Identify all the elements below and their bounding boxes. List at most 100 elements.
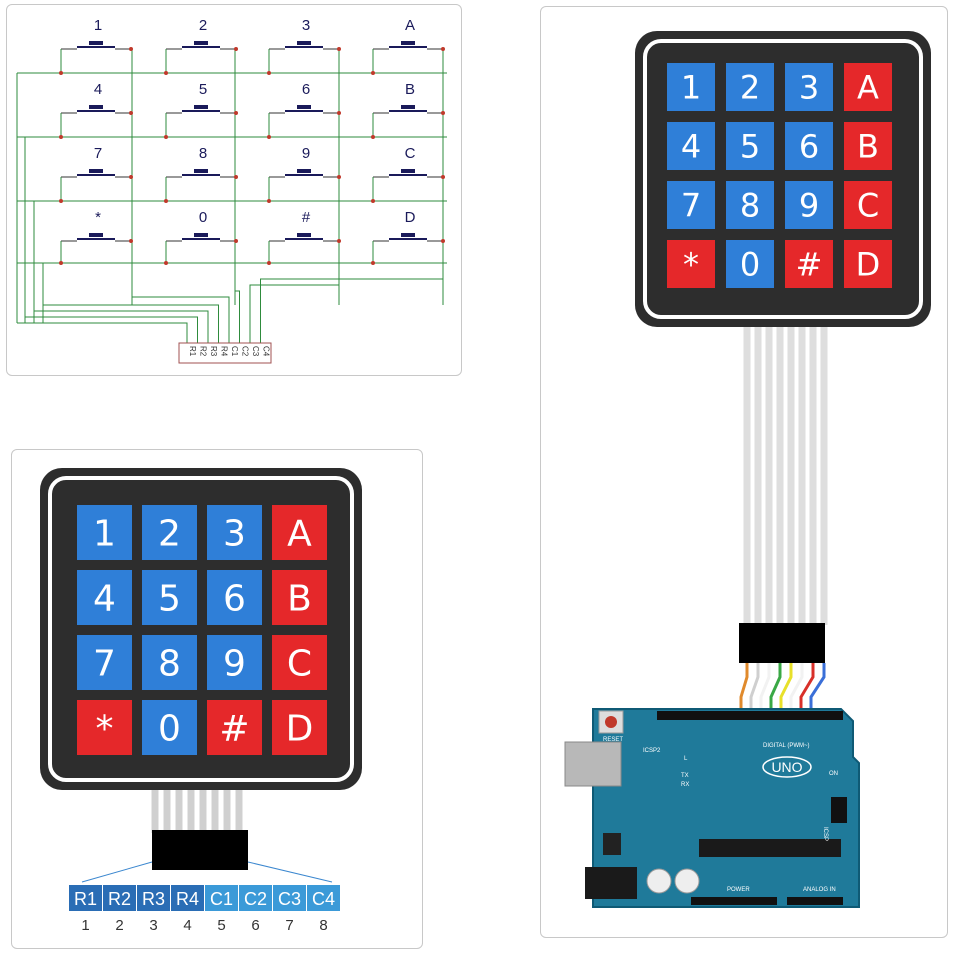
keypad-key-label: A [287, 513, 312, 554]
keypad-key [667, 240, 715, 288]
junction-dot [267, 199, 271, 203]
keypad-key [207, 570, 262, 625]
keypad-key [272, 700, 327, 755]
keypad-key [844, 181, 892, 229]
switch-label: 6 [302, 81, 310, 98]
power-header [691, 897, 777, 905]
pin-label: R1 [74, 889, 97, 909]
digital-label: DIGITAL (PWM~) [763, 743, 810, 749]
pin-label: R4 [176, 889, 199, 909]
ribbon-connector [739, 623, 825, 663]
keypad-key [142, 505, 197, 560]
junction-dot [234, 175, 238, 179]
connector-route-wire [17, 322, 188, 345]
switch-button [297, 41, 311, 45]
junction-dot [59, 135, 63, 139]
pin-label: R3 [142, 889, 165, 909]
pin-number: 1 [81, 917, 89, 934]
pin-box [171, 885, 204, 911]
connector-route-wire [34, 310, 209, 345]
keypad-key [272, 570, 327, 625]
switch-button [401, 41, 415, 45]
digital-header [657, 711, 843, 720]
switch-button [89, 105, 103, 109]
keypad-key [142, 700, 197, 755]
connector-route-wire [43, 304, 219, 345]
junction-dot [337, 175, 341, 179]
pin-label: C1 [210, 889, 233, 909]
switch-label: 1 [94, 17, 102, 34]
reset-label: RESET [603, 737, 623, 743]
switch-button [297, 233, 311, 237]
junction-dot [59, 71, 63, 75]
keypad-key [77, 570, 132, 625]
keypad-key [785, 122, 833, 170]
keypad-key-label: 3 [799, 69, 819, 107]
keypad-border [48, 476, 354, 782]
power-label: POWER [727, 887, 750, 893]
icsp-label: ICSP [822, 827, 828, 841]
keypad-key [142, 635, 197, 690]
keypad-key [272, 505, 327, 560]
keypad-key [844, 240, 892, 288]
keypad-key-label: * [96, 708, 114, 749]
capacitor [674, 868, 700, 894]
switch-label: 4 [94, 81, 102, 98]
switch-button [297, 169, 311, 173]
switch-button [89, 233, 103, 237]
junction-dot [337, 111, 341, 115]
pin-number: 5 [217, 917, 225, 934]
analog-label: ANALOG IN [803, 887, 836, 893]
keypad-key [726, 181, 774, 229]
pin-number: 7 [285, 917, 293, 934]
keypad-key-label: 0 [740, 246, 760, 284]
keypad-key-label: C [857, 187, 879, 225]
tx-label: TX [681, 773, 689, 779]
usb-port [564, 741, 622, 787]
connector-pin-label: R4 [220, 346, 229, 357]
keypad-key-label: D [856, 246, 881, 284]
keypad-key [77, 635, 132, 690]
pin-box [239, 885, 272, 911]
junction-dot [441, 239, 445, 243]
junction-dot [234, 111, 238, 115]
connector-route-wire [249, 284, 339, 345]
switch-label: 9 [302, 145, 310, 162]
l-label: L [684, 756, 688, 762]
keypad-key-label: 0 [158, 708, 181, 749]
icsp-header [831, 797, 847, 823]
switch-label: 0 [199, 209, 207, 226]
junction-dot [371, 71, 375, 75]
pin-box [69, 885, 102, 911]
junction-dot [164, 71, 168, 75]
connector-pin-label: R3 [209, 346, 218, 357]
capacitor [646, 868, 672, 894]
keypad-key [667, 122, 715, 170]
pin-label: R2 [108, 889, 131, 909]
keypad-key-label: D [286, 708, 314, 749]
keypad-key-label: # [219, 708, 249, 749]
keypad-key [77, 700, 132, 755]
connector-route-wire [25, 316, 198, 345]
keypad-key-label: 4 [93, 578, 116, 619]
keypad-key-label: C [287, 643, 312, 684]
connector-pin-label: C2 [241, 346, 250, 357]
junction-dot [371, 135, 375, 139]
junction-dot [59, 199, 63, 203]
keypad-key-label: 5 [740, 128, 760, 166]
keypad-border [643, 39, 923, 319]
switch-label: * [95, 209, 101, 226]
analog-header [787, 897, 843, 905]
keypad-key-label: * [683, 246, 699, 284]
keypad-key [785, 181, 833, 229]
switch-button [194, 169, 208, 173]
power-jack [585, 867, 637, 899]
keypad-key [726, 63, 774, 111]
reset-button-cap [605, 716, 617, 728]
junction-dot [129, 111, 133, 115]
keypad-key-label: 4 [681, 128, 701, 166]
